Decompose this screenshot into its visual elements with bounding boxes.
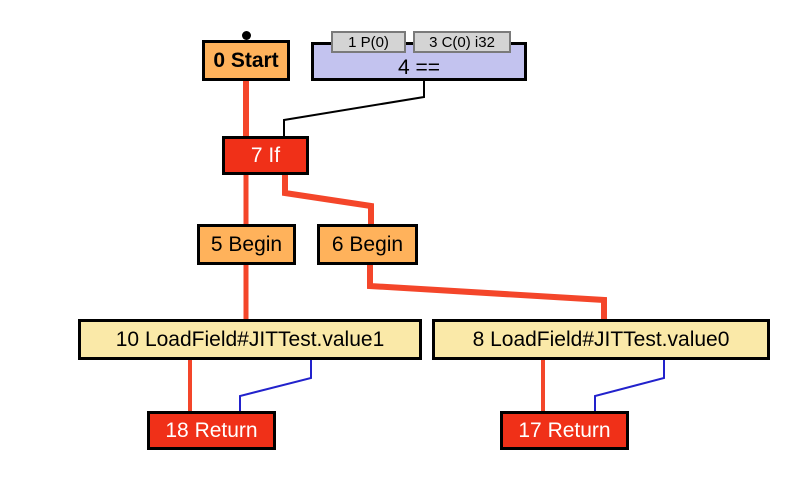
node-return-left-label: 18 Return bbox=[165, 419, 258, 442]
start-anchor-dot bbox=[242, 31, 251, 40]
node-if-label: 7 If bbox=[250, 144, 281, 167]
node-compare-input-1-label: 3 C(0) i32 bbox=[429, 33, 495, 51]
node-start[interactable]: 0 Start bbox=[202, 40, 290, 81]
node-start-label: 0 Start bbox=[213, 49, 279, 72]
node-begin-true-label: 5 Begin bbox=[210, 233, 283, 256]
node-return-left[interactable]: 18 Return bbox=[147, 411, 276, 450]
node-load-field-right-label: 8 LoadField#JITTest.value0 bbox=[472, 328, 730, 351]
node-return-right-label: 17 Return bbox=[518, 419, 611, 442]
node-compare-input-1[interactable]: 3 C(0) i32 bbox=[413, 31, 511, 53]
node-load-field-right[interactable]: 8 LoadField#JITTest.value0 bbox=[432, 319, 770, 360]
node-compare-input-0[interactable]: 1 P(0) bbox=[331, 31, 406, 53]
data-edge-load-right-to-return-right bbox=[594, 360, 665, 412]
node-begin-false-label: 6 Begin bbox=[331, 233, 404, 256]
node-load-field-left-label: 10 LoadField#JITTest.value1 bbox=[115, 328, 385, 351]
node-return-right[interactable]: 17 Return bbox=[500, 411, 629, 450]
node-begin-false[interactable]: 6 Begin bbox=[317, 224, 418, 265]
node-compare-label: 4 == bbox=[397, 56, 441, 79]
node-begin-true[interactable]: 5 Begin bbox=[197, 224, 296, 265]
node-load-field-left[interactable]: 10 LoadField#JITTest.value1 bbox=[78, 319, 422, 360]
node-if[interactable]: 7 If bbox=[222, 136, 309, 175]
data-edge-load-left-to-return-left bbox=[239, 360, 312, 412]
node-compare-input-0-label: 1 P(0) bbox=[348, 33, 389, 51]
control-edge-begin-false-to-load-right bbox=[367, 265, 607, 320]
data-edge-compare-to-if bbox=[283, 80, 425, 138]
control-edge-if-to-begin-false bbox=[282, 174, 374, 226]
